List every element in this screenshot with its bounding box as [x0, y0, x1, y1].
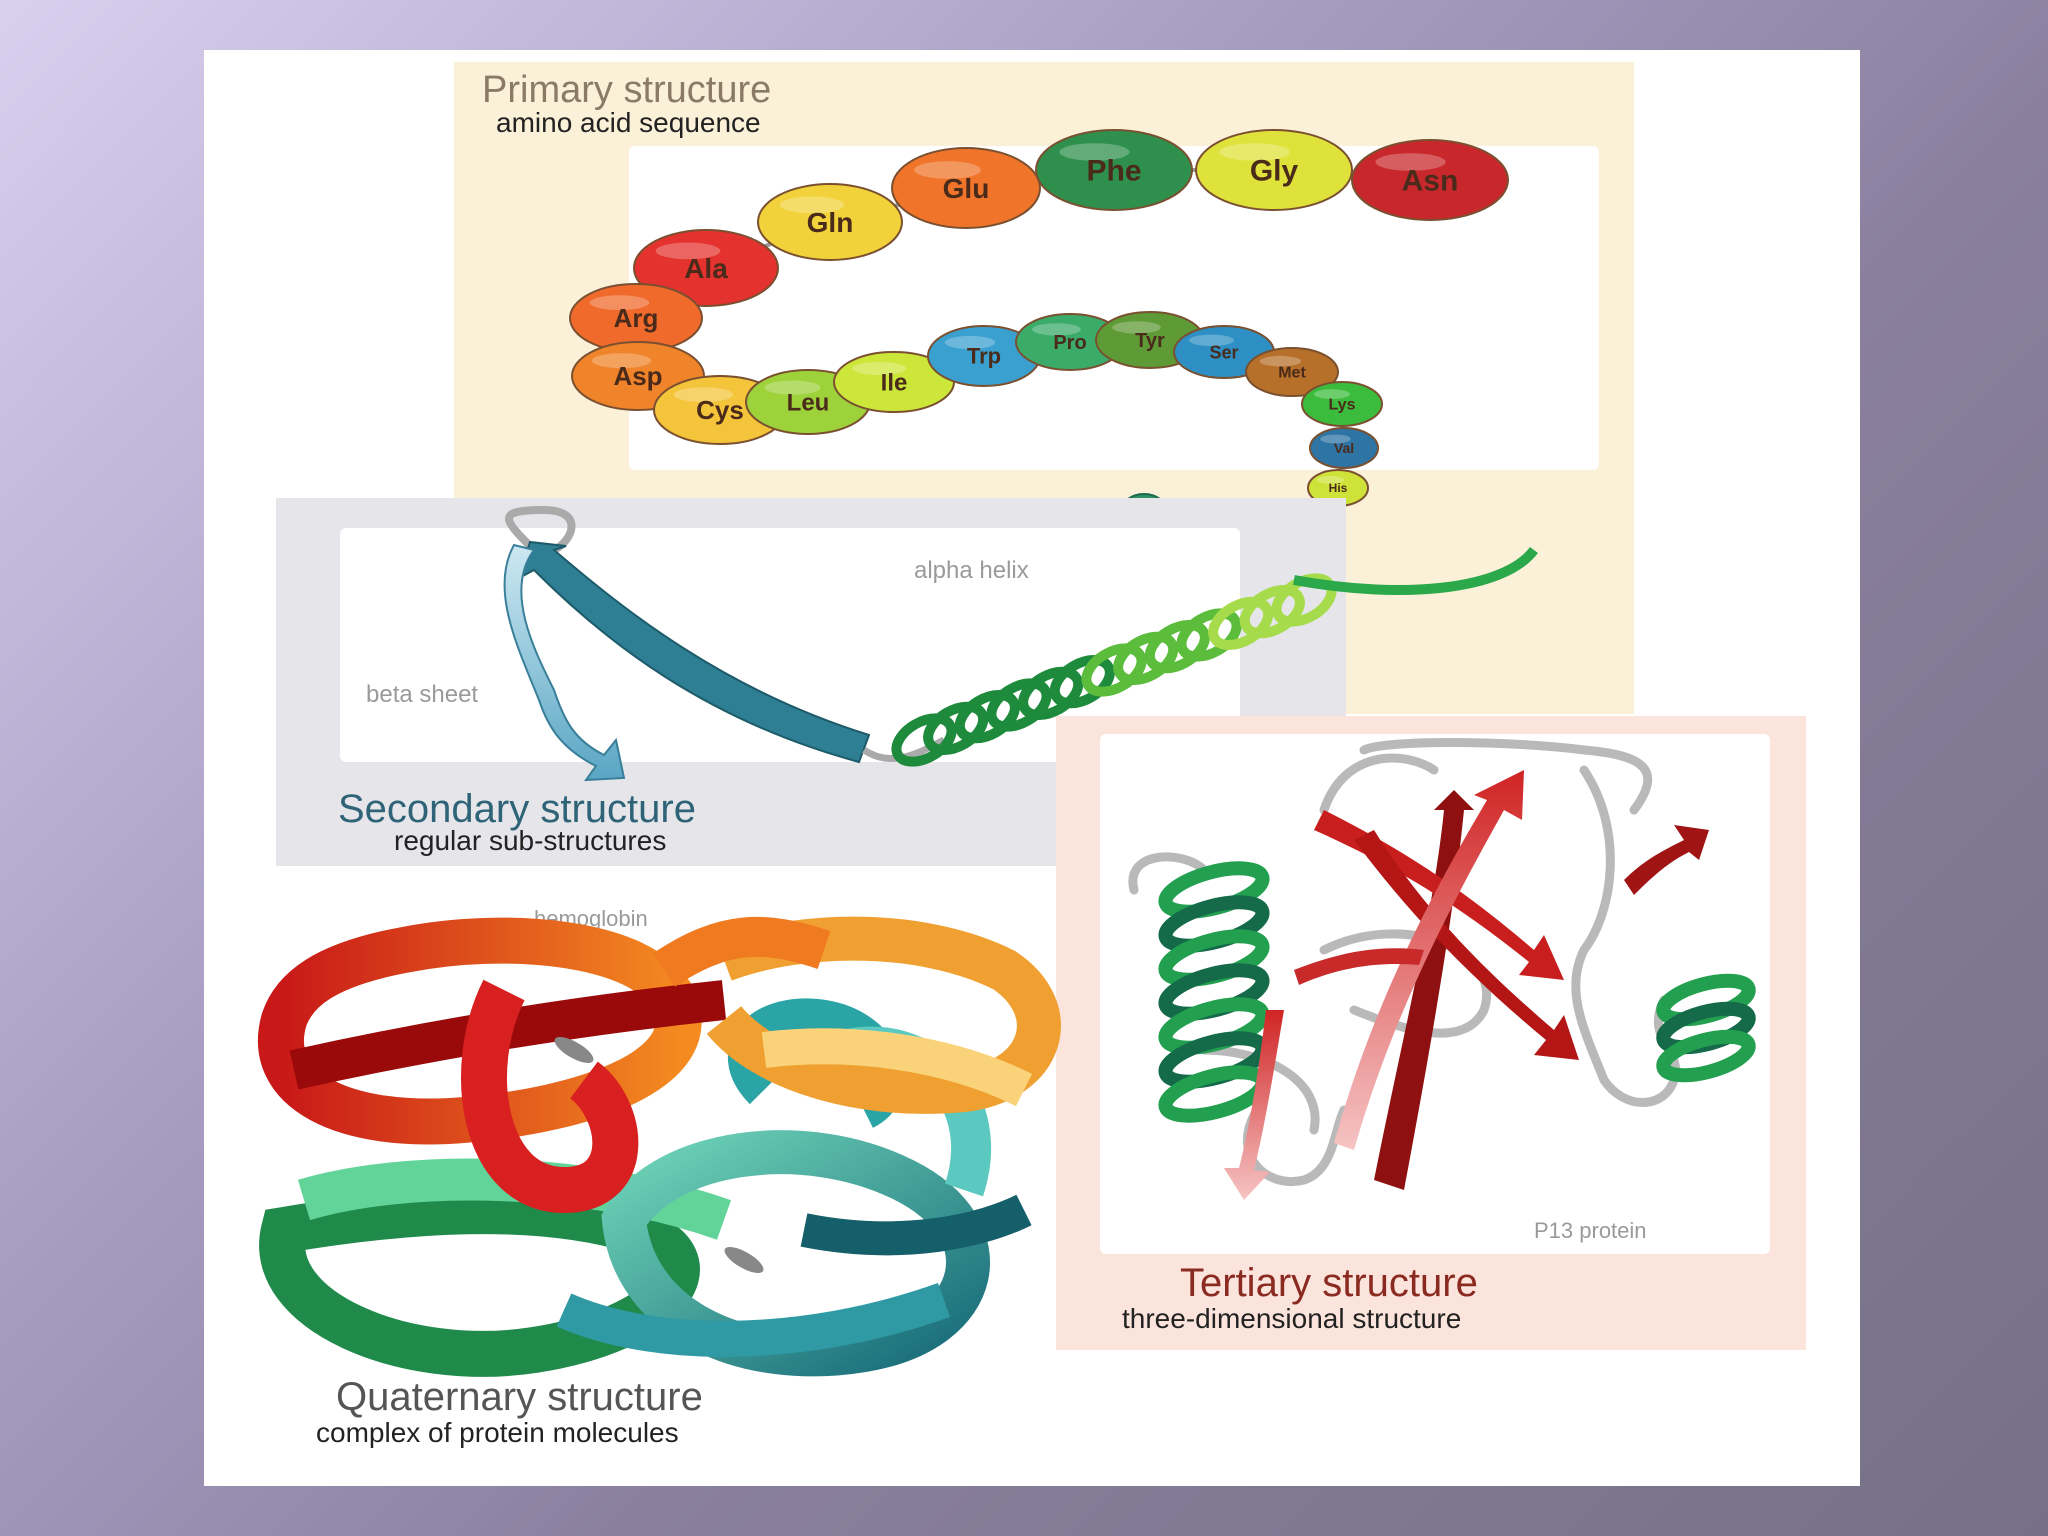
secondary-structure-title: Secondary structure [338, 787, 696, 831]
residue-his: His [1307, 469, 1369, 507]
helix-turn [986, 678, 1052, 732]
tertiary-helix-turn [1656, 1029, 1756, 1083]
residue-highlight [764, 380, 821, 395]
helix-turn [1176, 608, 1242, 662]
residue-highlight [1032, 323, 1081, 336]
residue-ala: Ala [633, 229, 779, 307]
residue-arg: Arg [569, 283, 703, 353]
primary-structure-subtitle: amino acid sequence [496, 107, 761, 138]
helix-turn [1208, 596, 1274, 650]
residue-bead [1035, 129, 1193, 211]
residue-val: Val [1309, 427, 1379, 469]
hemoglobin-graphic [258, 916, 1061, 1377]
residue-phe: Phe [1035, 129, 1193, 211]
residue-label: His [1329, 481, 1348, 495]
residue-pro: Pro [1015, 313, 1125, 371]
residue-label: Tyr [1135, 330, 1165, 352]
residue-label: Glu [943, 173, 990, 204]
residue-label: Leu [787, 389, 830, 416]
residue-highlight [914, 161, 981, 179]
residue-bead [1351, 139, 1509, 221]
residue-label: Asp [613, 361, 662, 391]
residue-label: Gly [1250, 155, 1299, 188]
helix-to-primary-tail [1293, 546, 1538, 595]
residue-bead [757, 183, 903, 261]
helix-turn [1018, 666, 1084, 720]
tertiary-protein-graphic [1128, 738, 1756, 1200]
residue-label: Phe [1086, 155, 1141, 188]
helix-turn [1049, 655, 1115, 709]
residue-label: Gln [807, 207, 854, 238]
residue-highlight [1059, 143, 1130, 161]
protein-structure-diagram: Primary structure amino acid sequence As… [258, 62, 1806, 1448]
residue-bead [633, 229, 779, 307]
residue-label: Asn [1402, 165, 1459, 198]
secondary-structure-subtitle: regular sub-structures [394, 825, 666, 856]
beta-sheet-label: beta sheet [366, 681, 478, 708]
residue-label: Cys [696, 395, 744, 425]
residue-label: Lys [1329, 397, 1356, 414]
residue-highlight [655, 242, 721, 260]
residue-glu: Glu [891, 147, 1041, 229]
residue-label: Arg [614, 303, 659, 333]
residue-highlight [1314, 389, 1350, 399]
residue-bead [1245, 347, 1339, 397]
p13-protein-label: P13 protein [1534, 1218, 1647, 1243]
residue-highlight [944, 335, 996, 350]
residue-highlight [1189, 334, 1234, 347]
residue-highlight [852, 361, 906, 376]
residue-bead [1309, 427, 1379, 469]
tertiary-structure-title: Tertiary structure [1180, 1261, 1478, 1305]
primary-structure-title: Primary structure [482, 69, 771, 111]
residue-gly: Gly [1195, 129, 1353, 211]
helix-turn [891, 713, 957, 767]
residue-highlight [673, 387, 734, 403]
residue-label: Val [1334, 440, 1354, 456]
residue-highlight [1375, 153, 1446, 171]
tertiary-structure-panel: P13 protein Tertiary structure three-dim… [1056, 716, 1806, 1350]
residue-highlight [1112, 321, 1161, 334]
beta-sheet-graphic [503, 505, 946, 782]
alpha-helix-graphic [891, 573, 1337, 767]
residue-bead [1301, 381, 1383, 427]
residue-highlight [1320, 434, 1351, 444]
residue-highlight [589, 295, 650, 311]
residue-met: Met [1245, 347, 1339, 397]
secondary-structure-panel: alpha helix beta sheet Secondary structu… [276, 498, 1538, 866]
tertiary-structure-subtitle: three-dimensional structure [1122, 1303, 1461, 1334]
helix-turn [1113, 631, 1179, 685]
residue-label: Ile [881, 369, 908, 396]
helix-turn [1144, 620, 1210, 674]
diagram-card: Primary structure amino acid sequence As… [204, 50, 1860, 1486]
quaternary-structure-group: hemoglobin [258, 906, 1061, 1448]
alpha-helix-label: alpha helix [914, 557, 1029, 584]
residue-label: Met [1278, 365, 1306, 382]
residue-ile: Ile [833, 351, 955, 413]
quaternary-structure-subtitle: complex of protein molecules [316, 1417, 679, 1448]
helix-turn [954, 690, 1020, 744]
residue-bead [1195, 129, 1353, 211]
residue-label: Ala [684, 253, 728, 284]
quaternary-structure-title: Quaternary structure [336, 1375, 703, 1419]
residue-highlight [1259, 355, 1302, 367]
residue-highlight [1219, 143, 1290, 161]
residue-asn: Asn [1351, 139, 1509, 221]
residue-gln: Gln [757, 183, 903, 261]
helix-turn [1081, 643, 1147, 697]
residue-highlight [1317, 475, 1344, 484]
helix-turn [1239, 585, 1305, 639]
residue-lys: Lys [1301, 381, 1383, 427]
residue-label: Ser [1209, 342, 1238, 362]
helix-turn [923, 701, 989, 755]
residue-label: Trp [967, 344, 1001, 369]
residue-label: Pro [1053, 332, 1086, 354]
residue-highlight [779, 196, 845, 214]
residue-bead [891, 147, 1041, 229]
primary-structure-panel: Primary structure amino acid sequence As… [454, 62, 1634, 714]
residue-highlight [591, 353, 652, 369]
